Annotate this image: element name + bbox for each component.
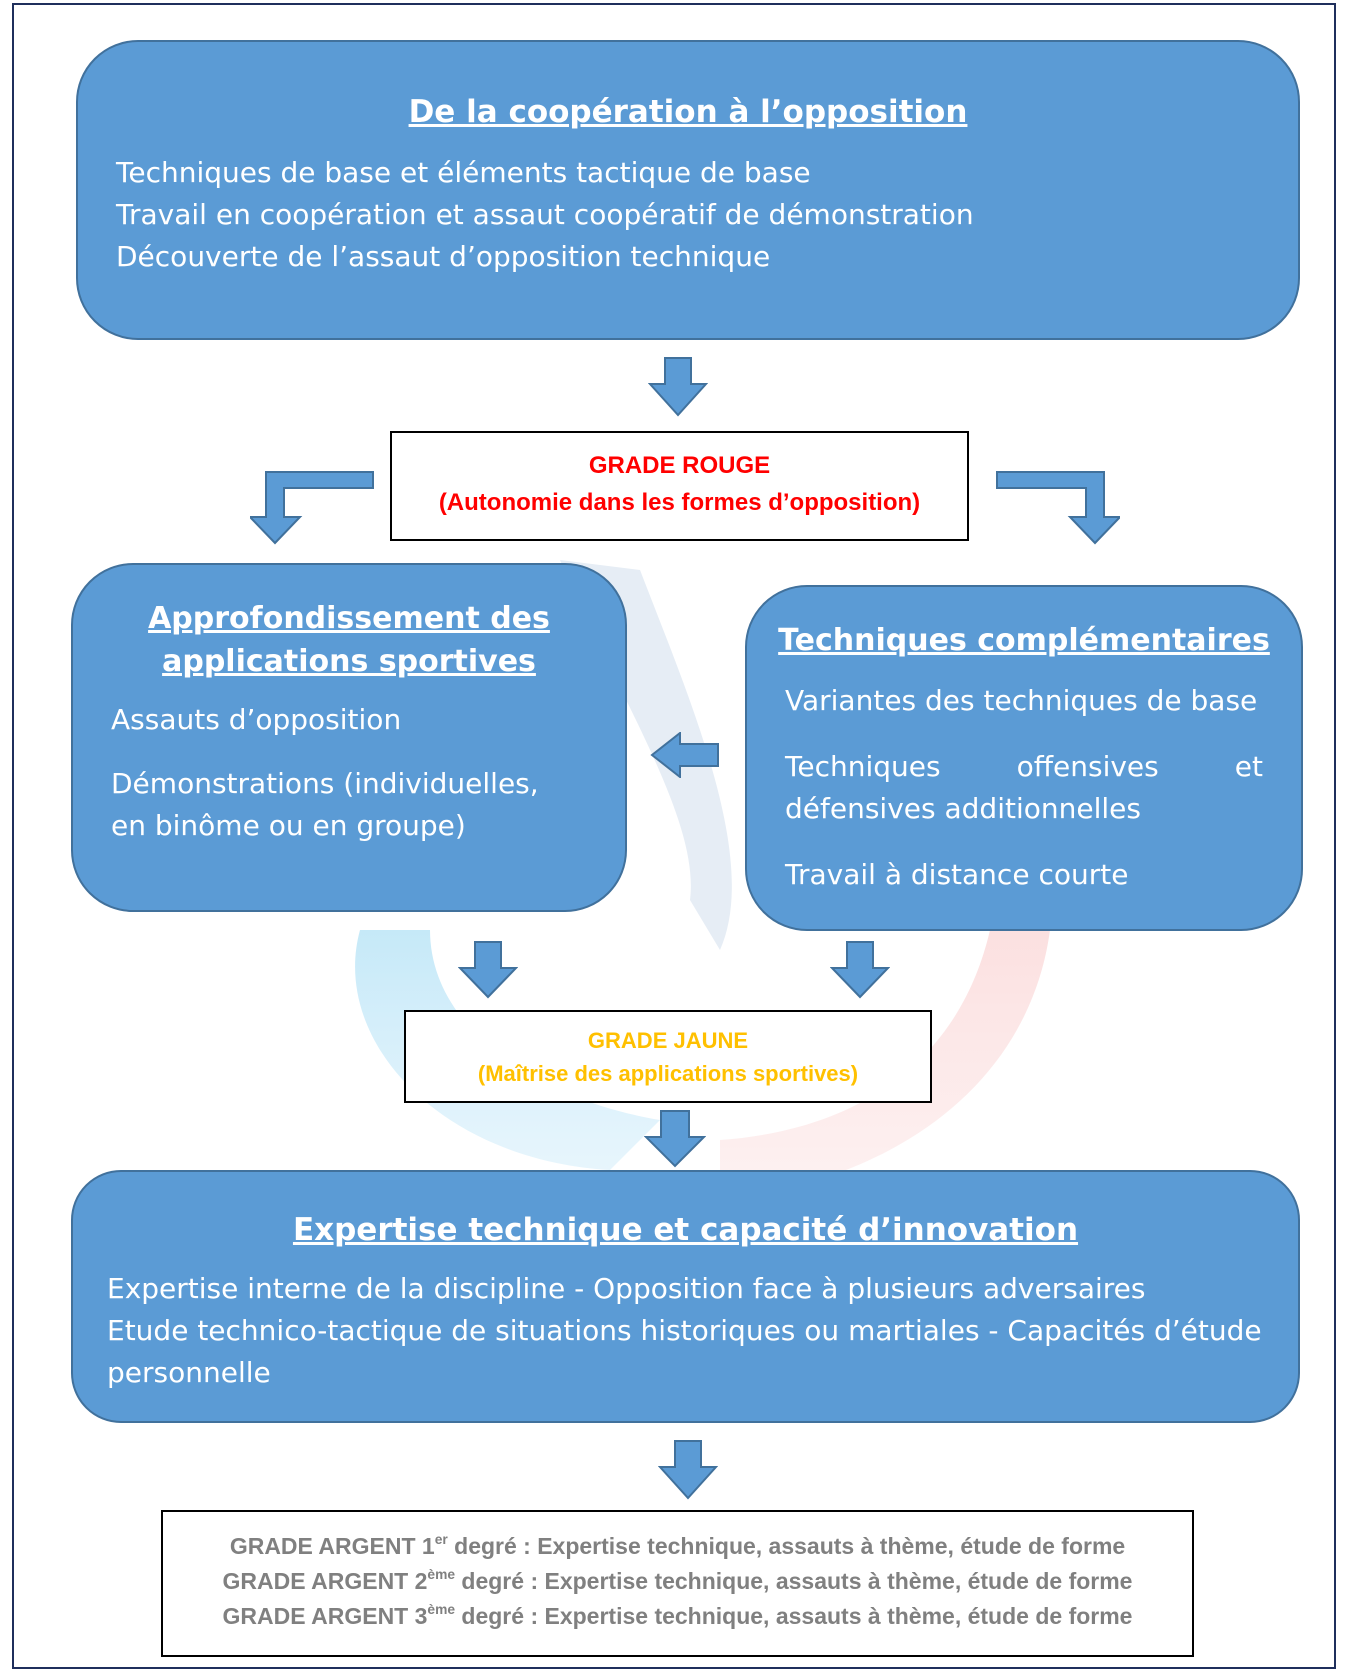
left-box-title: Approfondissement des <box>148 601 550 636</box>
grade-argent-box: GRADE ARGENT 1er degré : Expertise techn… <box>161 1510 1194 1657</box>
grade-rouge-subtitle: (Autonomie dans les formes d’opposition) <box>438 489 921 516</box>
left-box: Approfondissement des applications sport… <box>71 563 627 912</box>
grade-rouge-title: GRADE ROUGE <box>588 452 771 479</box>
down-arrow <box>458 941 518 999</box>
left-box-item: Démonstrations (individuelles, <box>111 767 539 800</box>
bent-arrow-left <box>250 471 374 545</box>
top-box-title: De la coopération à l’opposition <box>408 94 968 130</box>
bent-arrow-right <box>996 471 1120 545</box>
right-box-word: offensives <box>1016 750 1159 783</box>
top-box: De la coopération à l’opposition Techniq… <box>76 40 1300 340</box>
bottom-box-line: Expertise interne de la discipline - Opp… <box>107 1272 1146 1305</box>
down-arrow <box>830 941 890 999</box>
down-arrow <box>658 1440 718 1500</box>
bottom-box-title: Expertise technique et capacité d’innova… <box>292 1212 1079 1248</box>
grade-argent-row: GRADE ARGENT 1er degré : Expertise techn… <box>229 1531 1126 1559</box>
bottom-box: Expertise technique et capacité d’innova… <box>71 1170 1300 1423</box>
right-box-word: et <box>1234 750 1263 783</box>
left-box-item: en binôme ou en groupe) <box>111 809 466 842</box>
down-arrow <box>644 1110 706 1168</box>
down-arrow <box>648 357 708 417</box>
right-box-item: défensives additionnelles <box>785 792 1141 825</box>
top-box-line: Techniques de base et éléments tactique … <box>116 156 811 189</box>
bottom-box-line: Etude technico-tactique de situations hi… <box>107 1314 1262 1347</box>
left-box-title: applications sportives <box>162 644 536 679</box>
left-arrow <box>650 732 719 778</box>
right-box-title: Techniques complémentaires <box>778 623 1270 658</box>
top-box-line: Découverte de l’assaut d’opposition tech… <box>116 240 771 273</box>
grade-jaune-title: GRADE JAUNE <box>587 1028 749 1053</box>
grade-jaune-subtitle: (Maîtrise des applications sportives) <box>477 1061 859 1086</box>
page-frame <box>12 3 1336 1669</box>
grade-argent-row: GRADE ARGENT 2ème degré : Expertise tech… <box>222 1566 1133 1594</box>
right-box-word: Techniques <box>785 750 941 783</box>
right-box: Techniques complémentaires Variantes des… <box>745 585 1303 931</box>
top-box-line: Travail en coopération et assaut coopéra… <box>116 198 974 231</box>
grade-argent-row: GRADE ARGENT 3ème degré : Expertise tech… <box>222 1601 1133 1629</box>
grade-rouge-box: GRADE ROUGE (Autonomie dans les formes d… <box>390 431 969 541</box>
right-box-item: Travail à distance courte <box>785 858 1129 891</box>
right-box-item-justified: Techniques offensives et <box>785 746 1263 788</box>
bottom-box-line: personnelle <box>107 1356 271 1389</box>
right-box-item: Variantes des techniques de base <box>785 684 1258 717</box>
left-box-item: Assauts d’opposition <box>111 703 402 736</box>
grade-jaune-box: GRADE JAUNE (Maîtrise des applications s… <box>404 1010 932 1103</box>
